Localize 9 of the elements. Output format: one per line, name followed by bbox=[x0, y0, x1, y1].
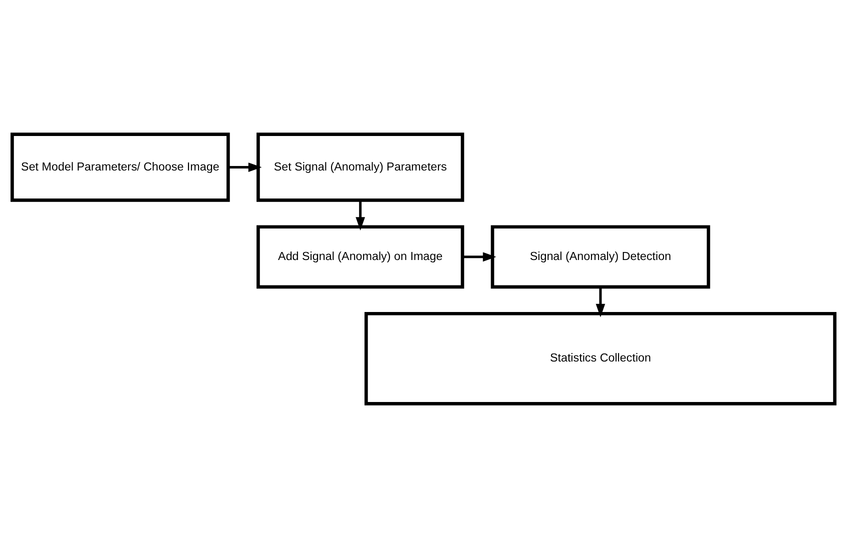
node-box: Signal (Anomaly) Detection bbox=[490, 224, 710, 288]
node-box: Set Signal (Anomaly) Parameters bbox=[256, 132, 464, 202]
node-box: Statistics Collection bbox=[364, 311, 836, 405]
arrow bbox=[228, 162, 262, 172]
arrow bbox=[596, 286, 606, 317]
node-box: Set Model Parameters/ Choose Image bbox=[10, 132, 230, 202]
arrow bbox=[356, 200, 366, 230]
arrow bbox=[462, 252, 496, 262]
node-box: Add Signal (Anomaly) on Image bbox=[256, 224, 464, 288]
